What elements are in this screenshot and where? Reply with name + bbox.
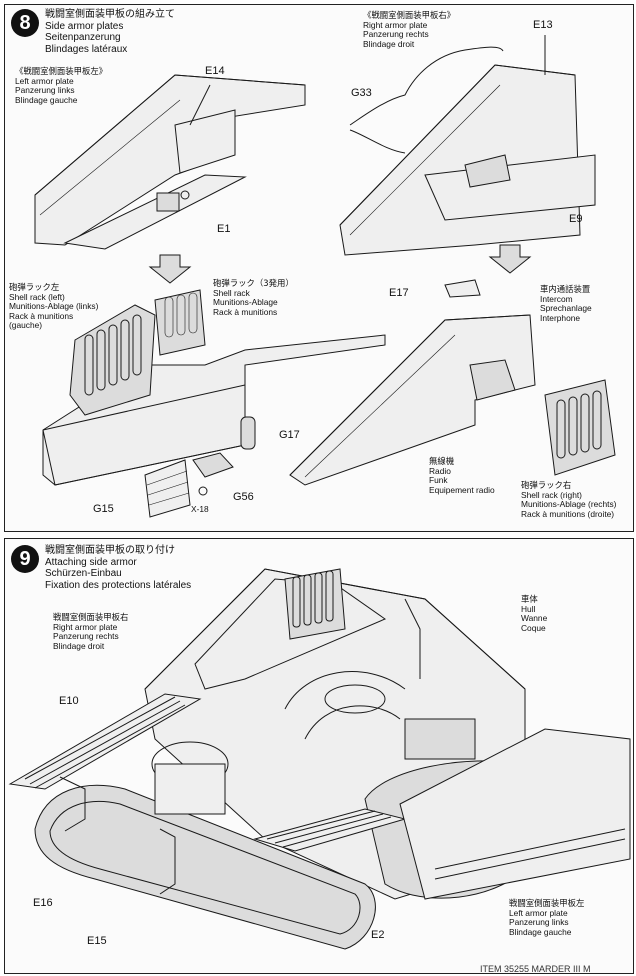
label-fr: Interphone [540,312,581,323]
part-e9: E9 [569,213,583,225]
step-title-jp: 戦闘室側面装甲板の組み立て [45,9,175,20]
label-fr: Blindage droit [363,38,415,49]
label-jp: 車体 [521,594,538,604]
label-de: Panzerung links [15,85,75,96]
label-fr: Blindage gauche [15,94,78,105]
part-g17: G17 [279,429,300,441]
label-fr: Equipement radio [429,484,495,495]
label-jp: 車内通話装置 [540,284,591,294]
intercom-label: 車内通話装置 Intercom Sprechanlage Interphone [540,284,592,323]
step-title-jp: 戦闘室側面装甲板の取り付け [45,545,175,556]
label-en: Left armor plate [509,907,568,918]
hull-label: 車体 Hull Wanne Coque [521,594,548,633]
step-9-panel: 9 戦闘室側面装甲板の取り付け Attaching side armor Sch… [4,538,634,974]
part-e2: E2 [371,929,385,941]
label-jp: 砲弾ラック左 [9,282,60,292]
step-8-illustration [34,35,616,518]
step-title-en: Attaching side armor [45,556,137,568]
label-fr: Rack à munitions [213,306,278,317]
label-de: Munitions-Ablage [213,297,278,308]
label-de: Panzerung rechts [53,631,119,642]
part-e16: E16 [33,897,53,909]
step-title: 戦闘室側面装甲板の取り付け Attaching side armor Schür… [45,545,191,591]
part-e13: E13 [533,19,553,31]
label-fr: Rack à munitions (droite) [521,508,615,519]
label-fr: Coque [521,622,546,633]
step-title-de: Seitenpanzerung [45,32,121,43]
label-de: Sprechanlage [540,303,592,314]
shell-rack-right-label: 砲弾ラック右 Shell rack (right) Munitions-Abla… [521,480,617,519]
part-e15: E15 [87,935,107,947]
part-g56: G56 [233,491,254,503]
label-jp: 《戦闘室側面装甲板右》 [363,10,456,20]
label-en: Right armor plate [363,19,428,30]
label-jp: 《戦闘室側面装甲板左》 [15,66,108,76]
step-9-illustration [8,568,631,950]
label-fr-2: (gauche) [9,320,43,331]
label-jp: 戦闘室側面装甲板左 [509,898,585,908]
label-fr: Blindage gauche [509,926,572,937]
part-g15: G15 [93,503,114,515]
label-de: Panzerung rechts [363,29,429,40]
part-g33: G33 [351,87,372,99]
step-number: 8 [11,9,39,37]
label-fr: Blindage droit [53,640,105,651]
label-en: Shell rack [213,287,250,298]
label-de: Munitions-Ablage (rechts) [521,499,617,510]
right-plate-label: 戦闘室側面装甲板右 Right armor plate Panzerung re… [53,612,129,651]
part-e17: E17 [389,287,409,299]
step-title-fr: Fixation des protections latérales [45,579,192,591]
step-title-en: Side armor plates [45,20,124,32]
step-title-de: Schürzen-Einbau [45,568,122,579]
label-en: Hull [521,603,536,614]
part-x18: X-18 [191,504,209,514]
left-plate-label: 戦闘室側面装甲板左 Left armor plate Panzerung lin… [509,898,585,937]
step-title-fr: Blindages latéraux [45,43,128,55]
label-en: Shell rack (left) [9,291,65,302]
step-number: 9 [11,545,39,573]
label-de: Panzerung links [509,917,569,928]
radio-label: 無線機 Radio Funk Equipement radio [429,456,495,495]
step-title: 戦闘室側面装甲板の組み立て Side armor plates Seitenpa… [45,9,175,55]
shell-rack-3-label: 砲弾ラック（3発用） Shell rack Munitions-Ablage R… [213,278,294,317]
shell-rack-left-label: 砲弾ラック左 Shell rack (left) Munitions-Ablag… [9,282,99,331]
part-e1: E1 [217,223,231,235]
part-e14: E14 [205,65,225,77]
footer-item-code: ITEM 35255 MARDER III M [480,964,591,974]
left-plate-label: 《戦闘室側面装甲板左》 Left armor plate Panzerung l… [15,66,108,105]
label-de: Funk [429,475,448,486]
label-jp: 無線機 [429,456,455,466]
label-en: Left armor plate [15,75,74,86]
right-plate-label: 《戦闘室側面装甲板右》 Right armor plate Panzerung … [363,10,456,49]
label-en: Shell rack (right) [521,489,582,500]
label-en: Right armor plate [53,621,118,632]
label-en: Intercom [540,293,573,304]
label-jp: 砲弾ラック（3発用） [213,278,294,288]
label-de: Wanne [521,613,548,624]
label-en: Radio [429,465,451,476]
label-fr: Rack à munitions [9,310,74,321]
label-jp: 砲弾ラック右 [521,480,572,490]
label-de: Munitions-Ablage (links) [9,301,99,312]
label-jp: 戦闘室側面装甲板右 [53,612,129,622]
step-8-panel: 8 戦闘室側面装甲板の組み立て Side armor plates Seiten… [4,4,634,532]
part-e10: E10 [59,695,79,707]
